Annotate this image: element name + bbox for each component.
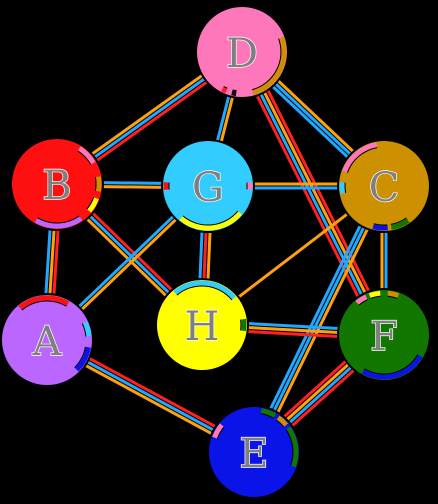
node-label-E: E: [239, 431, 268, 477]
port-mark-edge-A-2: [74, 346, 86, 368]
node-label-D: D: [226, 31, 258, 77]
node-D[interactable]: D: [195, 5, 289, 99]
node-circle-G: [161, 139, 255, 233]
port-mark-E-0: [212, 423, 224, 439]
port-mark-B-1: [95, 176, 102, 192]
node-label-B: B: [42, 163, 71, 209]
port-mark-edge-B-0: [77, 150, 92, 165]
port-mark-edge-C-1: [344, 182, 347, 193]
port-mark-D-2: [252, 36, 287, 96]
port-mark-C-0: [342, 142, 378, 173]
edge-D-F-strand-0: [246, 48, 391, 333]
port-mark-E-2: [276, 415, 289, 427]
node-circle-F: [337, 288, 431, 382]
port-mark-edge-B-2: [86, 197, 95, 210]
node-A[interactable]: A: [0, 293, 94, 387]
port-mark-E-1: [260, 408, 277, 418]
edge-C-E-strand-0: [256, 187, 389, 455]
port-mark-edge-E-2: [276, 419, 285, 428]
port-mark-D-1: [231, 90, 237, 97]
port-mark-edge-F-2: [387, 295, 398, 299]
edge-D-F-strand-1: [242, 50, 388, 335]
node-circle-A: [0, 293, 94, 387]
node-G[interactable]: G: [161, 139, 255, 233]
port-mark-C-3: [372, 224, 388, 231]
port-mark-F-0: [355, 294, 368, 305]
node-F[interactable]: F: [337, 288, 431, 382]
nodes-layer: D B G C A H F E: [0, 5, 431, 499]
node-B[interactable]: B: [10, 137, 104, 231]
port-mark-edge-C-0: [346, 147, 378, 173]
port-mark-F-3: [361, 354, 423, 380]
port-mark-edge-B-3: [37, 215, 80, 224]
node-label-A: A: [32, 319, 63, 365]
port-mark-C-1: [339, 182, 346, 194]
node-E[interactable]: E: [207, 405, 301, 499]
port-mark-edge-A-0: [21, 300, 67, 311]
port-mark-edge-F-0: [358, 299, 368, 306]
node-label-C: C: [369, 165, 400, 211]
port-mark-edge-A-1: [81, 323, 87, 337]
node-label-F: F: [370, 314, 398, 360]
node-label-G: G: [192, 165, 224, 211]
port-mark-edge-C-2: [390, 217, 407, 225]
node-label-H: H: [185, 304, 220, 350]
port-mark-B-3: [34, 216, 83, 229]
node-circle-H: [155, 278, 249, 372]
port-mark-A-1: [82, 321, 92, 337]
edge-C-E-strand-2: [249, 183, 382, 451]
node-circle-D: [195, 5, 289, 99]
port-mark-D-0: [221, 86, 228, 94]
port-mark-edge-B-1: [94, 177, 97, 191]
port-mark-edge-D-2: [251, 38, 282, 91]
port-mark-F-1: [368, 290, 381, 298]
edge-D-F-strand-3: [235, 54, 380, 339]
port-mark-G-1: [179, 211, 243, 231]
port-mark-B-2: [87, 197, 99, 213]
port-mark-F-2: [387, 290, 400, 298]
port-mark-A-0: [18, 295, 70, 310]
node-circle-E: [207, 405, 301, 499]
edge-D-F-strand-2: [238, 52, 384, 337]
port-mark-edge-F-1: [370, 295, 381, 299]
port-mark-edge-D-1: [232, 89, 237, 92]
port-mark-edge-C-3: [373, 223, 388, 226]
node-H[interactable]: H: [155, 278, 249, 372]
edge-C-E-strand-1: [252, 185, 386, 453]
port-mark-B-0: [77, 146, 96, 165]
port-mark-edge-H-0: [176, 285, 233, 301]
port-mark-A-2: [74, 346, 91, 372]
node-C[interactable]: C: [337, 139, 431, 233]
node-circle-B: [10, 137, 104, 231]
port-mark-edge-E-0: [216, 426, 225, 439]
port-mark-H-0: [173, 280, 237, 300]
port-mark-edge-E-1: [260, 413, 274, 419]
port-mark-C-2: [390, 218, 410, 230]
port-mark-edge-G-1: [182, 210, 239, 226]
port-mark-edge-E-3: [285, 429, 294, 466]
port-mark-E-3: [286, 426, 299, 468]
port-mark-edge-D-0: [223, 85, 228, 89]
node-circle-C: [337, 139, 431, 233]
port-mark-edge-F-3: [364, 354, 419, 375]
